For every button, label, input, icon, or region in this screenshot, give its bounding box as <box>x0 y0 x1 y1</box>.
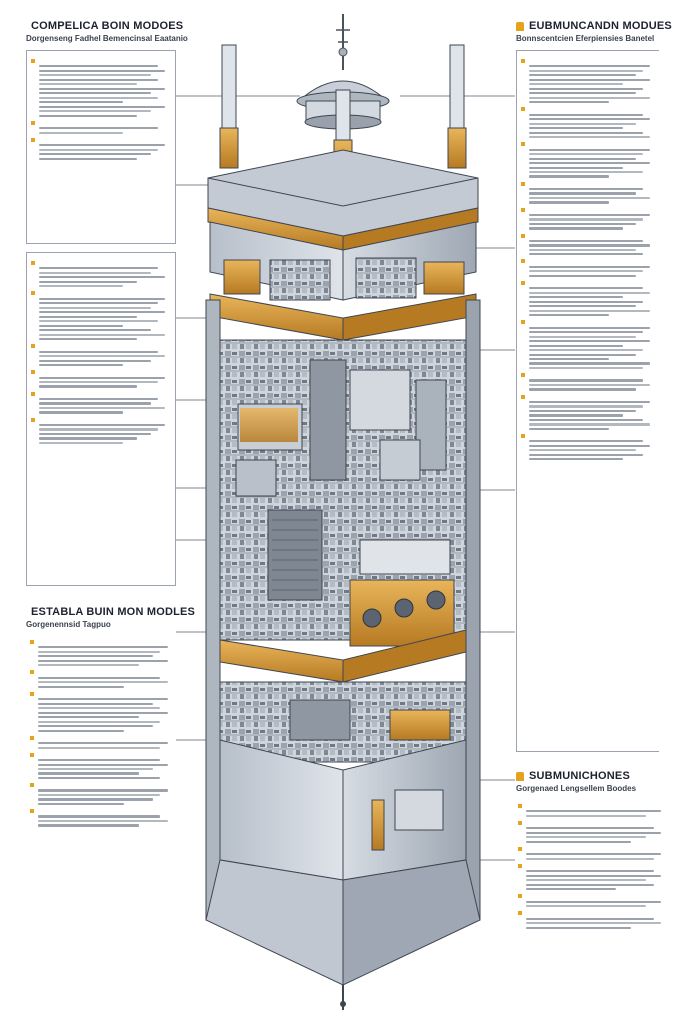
text-box-top-right <box>516 50 659 752</box>
text-box-top-left <box>26 50 176 244</box>
antenna-icon <box>336 14 350 70</box>
panel-title: EUBMUNCANDN MODUES <box>516 20 676 32</box>
text-box-mid-left <box>26 252 176 586</box>
panel-title: SUBMUNICHONES <box>516 770 676 782</box>
panel-top-left: COMPELICA BOIN MODOES Dorgenseng Fadhel … <box>26 20 188 43</box>
panel-title: COMPELICA BOIN MODOES <box>31 20 184 32</box>
header-marker-icon <box>516 21 524 31</box>
panel-bottom-right: SUBMUNICHONES Gorgenaed Lengsellem Boode… <box>516 770 676 793</box>
text-column-lower-left <box>30 636 174 827</box>
internal-components <box>235 359 455 647</box>
header-marker-icon <box>516 771 524 781</box>
text-column-bottom-right <box>518 800 668 929</box>
panel-mid-left: ESTABLA BUIN MON MODLES Gorgenennsid Tag… <box>26 606 196 629</box>
panel-title: ESTABLA BUIN MON MODLES <box>31 606 196 618</box>
panel-top-right: EUBMUNCANDN MODUES Bonnscentcien Eferpie… <box>516 20 676 43</box>
